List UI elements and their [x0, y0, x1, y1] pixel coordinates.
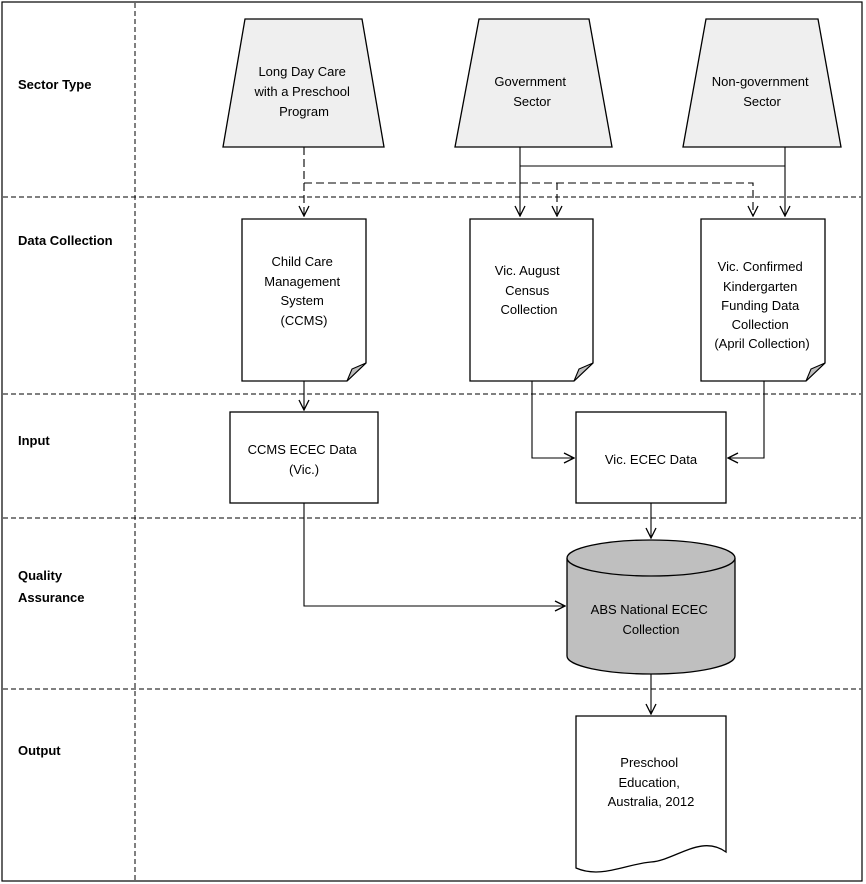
abs-national-ecec-node: ABS National ECEC Collection — [566, 539, 736, 675]
long-day-care-label: Long Day Care with a Preschool Program — [253, 64, 353, 119]
row-label-data-collection: Data Collection — [18, 233, 113, 248]
government-sector-label: Government Sector — [494, 74, 569, 109]
row-label-sector-type: Sector Type — [18, 77, 91, 92]
connectors — [304, 147, 785, 714]
row-label-input: Input — [18, 433, 50, 448]
vic-ecec-data-node: Vic. ECEC Data — [575, 411, 727, 504]
abs-national-ecec-label: ABS National ECEC Collection — [591, 602, 712, 637]
ccms-ecec-data-label: CCMS ECEC Data (Vic.) — [248, 442, 361, 477]
row-label-output: Output — [18, 743, 61, 758]
dashed-arrow-longdaycare-to-kindergarten — [304, 182, 753, 216]
vic-august-census-label: Vic. August Census Collection — [495, 263, 563, 317]
vic-ecec-data-label: Vic. ECEC Data — [605, 452, 698, 467]
preschool-education-label: Preschool Education, Australia, 2012 — [608, 755, 695, 809]
vic-confirmed-kindergarten-label: Vic. Confirmed Kindergarten Funding Data… — [714, 259, 809, 351]
row-label-quality-assurance: Quality Assurance — [18, 568, 84, 605]
non-government-sector-label: Non-government Sector — [712, 74, 812, 109]
long-day-care-node: Long Day Care with a Preschool Program — [222, 18, 385, 148]
ccms-label: Child Care Management System (CCMS) — [264, 254, 344, 328]
vic-confirmed-kindergarten-node: Vic. Confirmed Kindergarten Funding Data… — [700, 218, 826, 382]
arrow-census-to-vic-ecec — [531, 381, 574, 458]
government-sector-node: Government Sector — [454, 18, 613, 148]
dashed-arrow-longdaycare-to-census — [304, 182, 557, 216]
ccms-ecec-data-node: CCMS ECEC Data (Vic.) — [229, 411, 379, 504]
preschool-education-node: Preschool Education, Australia, 2012 — [575, 715, 727, 873]
non-government-sector-node: Non-government Sector — [682, 18, 842, 148]
ccms-node: Child Care Management System (CCMS) — [241, 218, 367, 382]
arrow-kindergarten-to-vic-ecec — [728, 381, 765, 458]
dashed-connectors — [304, 147, 753, 216]
vic-august-census-node: Vic. August Census Collection — [469, 218, 594, 382]
arrow-ccms-ecec-to-abs — [303, 503, 565, 606]
